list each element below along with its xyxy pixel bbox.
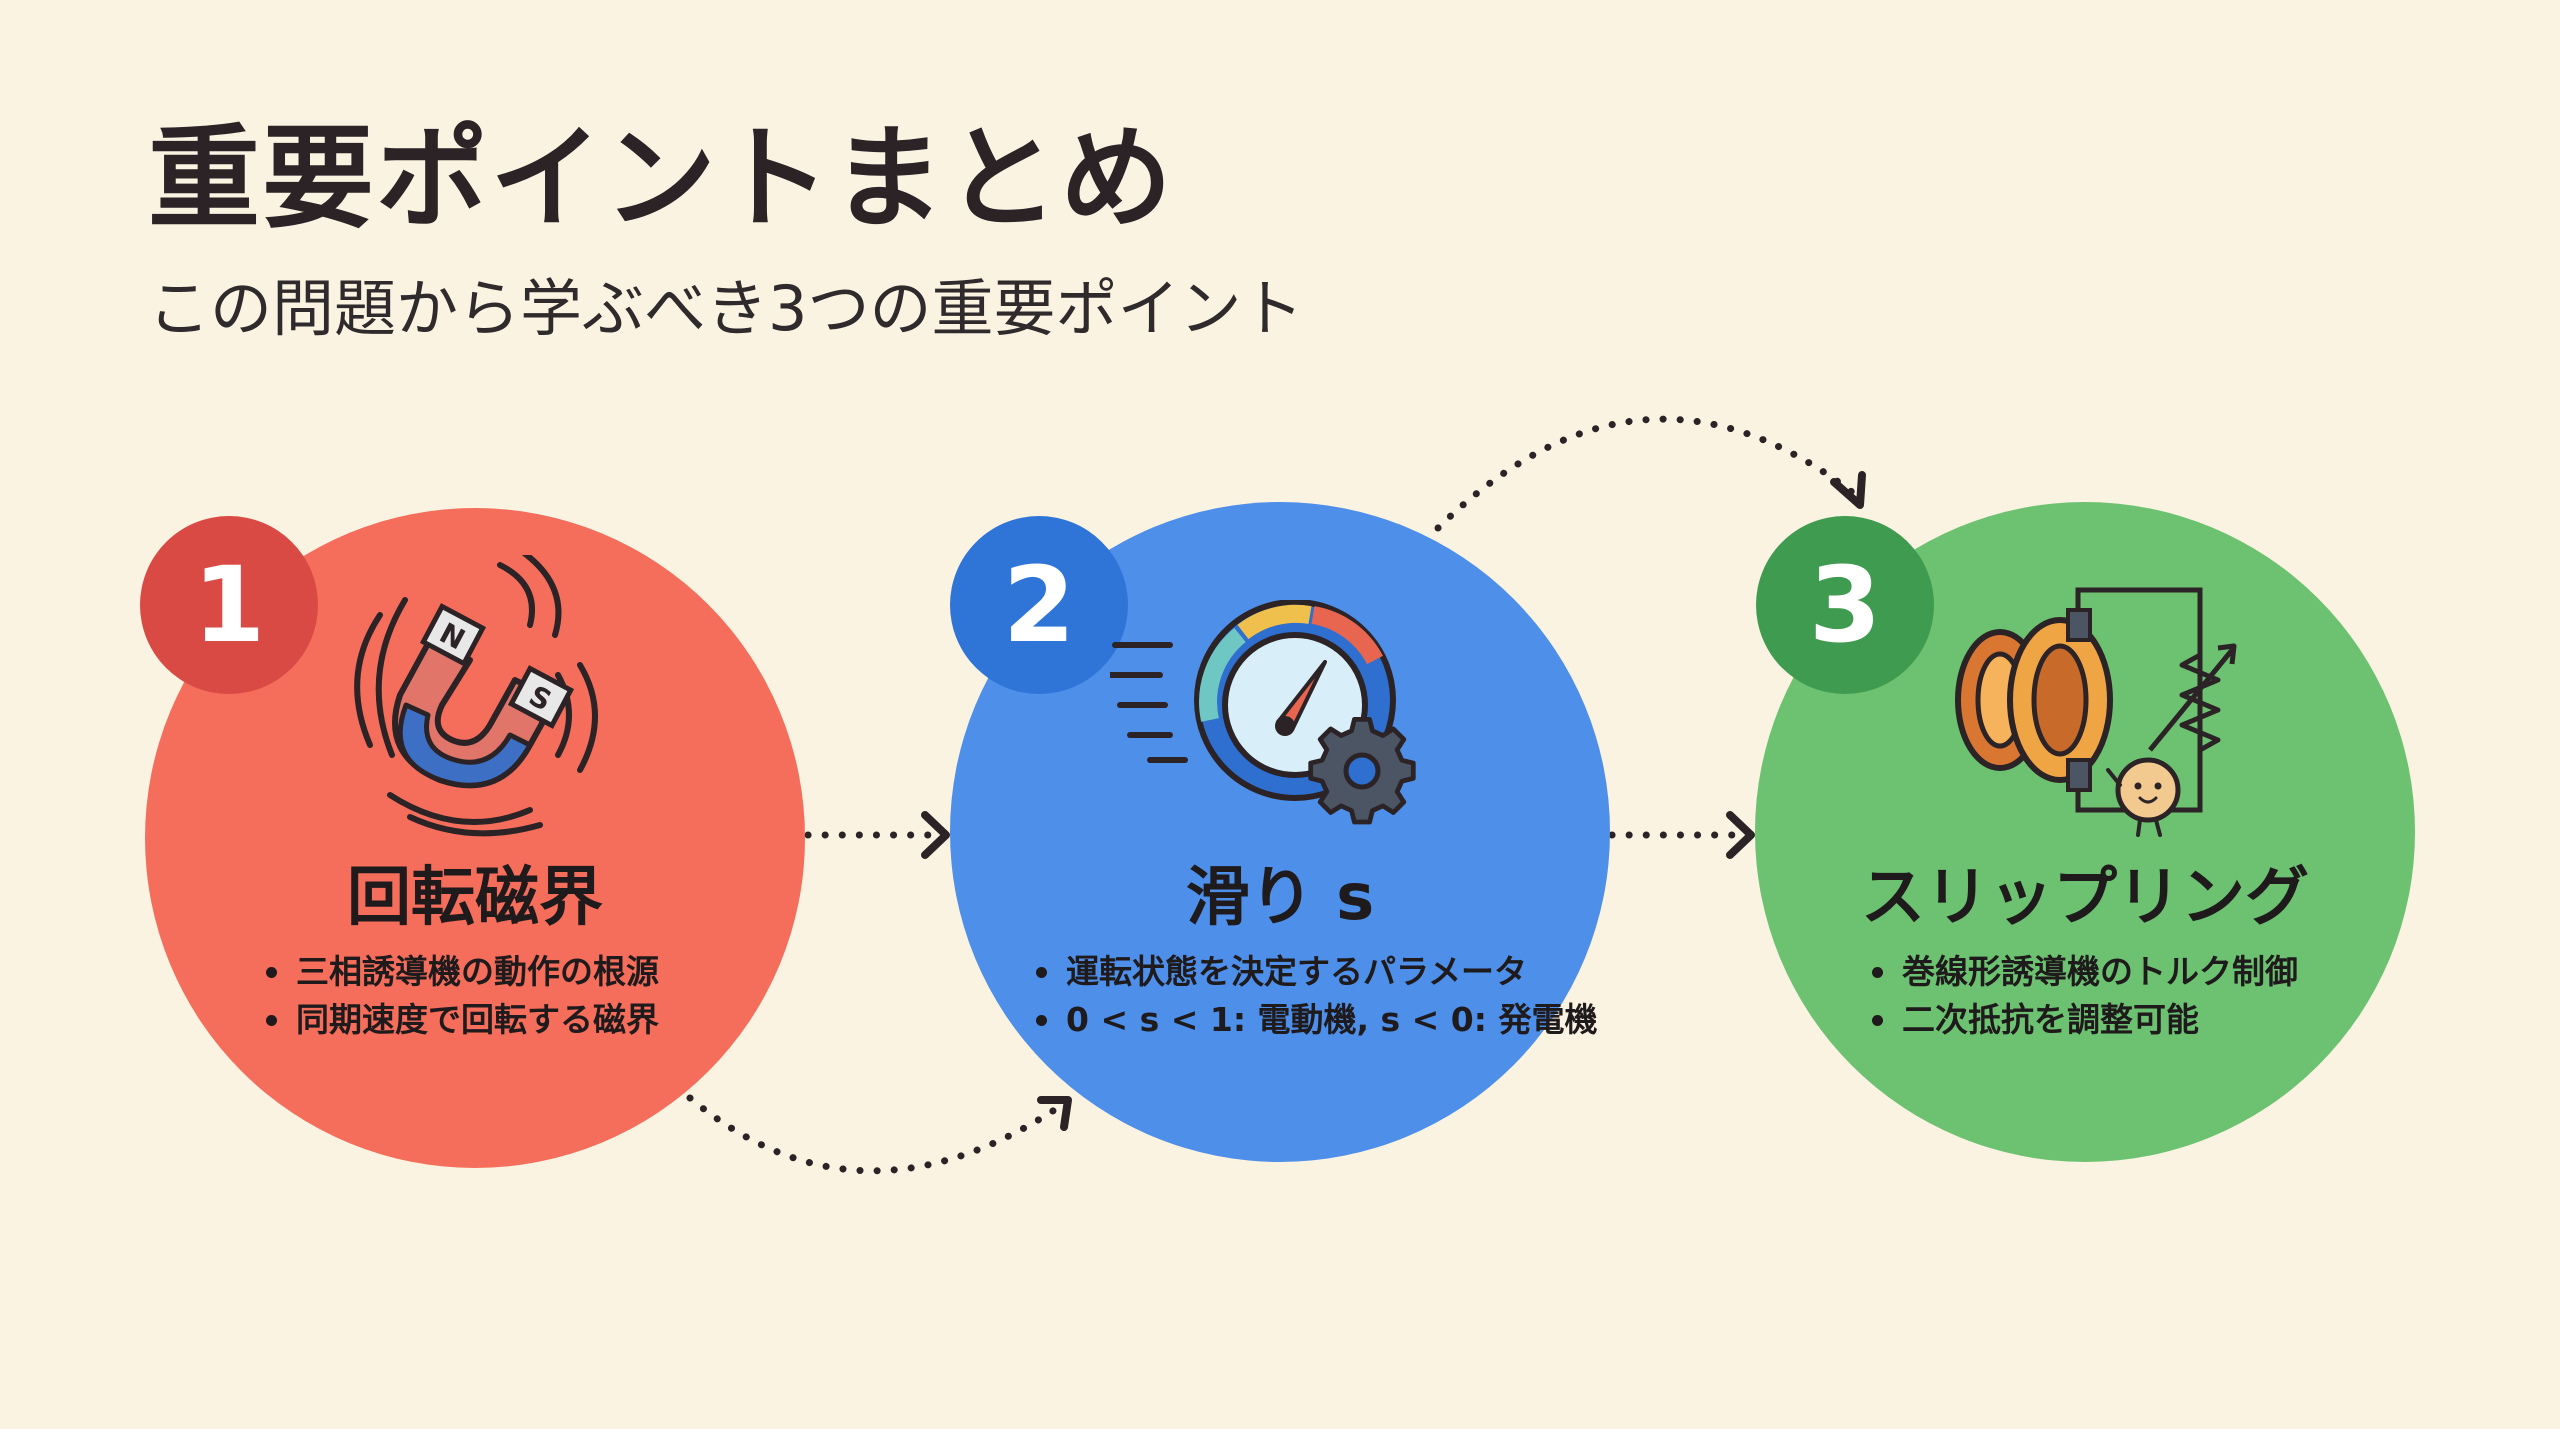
- arrowhead-2: [1037, 1096, 1072, 1131]
- point-1-bullets: 三相誘導機の動作の根源 同期速度で回転する磁界: [260, 948, 659, 1044]
- bullet-item: 二次抵抗を調整可能: [1866, 996, 2298, 1044]
- arrowhead-3: [1726, 811, 1755, 859]
- slip-ring-icon: [1955, 587, 2237, 837]
- page-subtitle: この問題から学ぶべき3つの重要ポイント: [148, 272, 1304, 345]
- point-2-title: 滑り s: [1185, 861, 1375, 935]
- bullet-item: 0 < s < 1: 電動機, s < 0: 発電機: [1030, 996, 1597, 1044]
- bullet-item: 巻線形誘導機のトルク制御: [1866, 948, 2298, 996]
- point-1-title: 回転磁界: [347, 861, 603, 935]
- point-2-number-badge: 2: [950, 516, 1128, 694]
- bullet-item: 運転状態を決定するパラメータ: [1030, 948, 1597, 996]
- speedometer-gear-icon: [1110, 600, 1416, 825]
- page-title: 重要ポイントまとめ: [148, 114, 1174, 244]
- bullet-item: 三相誘導機の動作の根源: [260, 948, 659, 996]
- point-3-number-badge: 3: [1756, 516, 1934, 694]
- point-2-bullets: 運転状態を決定するパラメータ 0 < s < 1: 電動機, s < 0: 発電…: [1030, 948, 1597, 1044]
- arrowhead-1: [921, 811, 950, 859]
- bullet-item: 同期速度で回転する磁界: [260, 996, 659, 1044]
- arrowhead-4: [1830, 471, 1866, 509]
- arrow-1-to-2-curve: [686, 1094, 1066, 1175]
- point-3-bullets: 巻線形誘導機のトルク制御 二次抵抗を調整可能: [1866, 948, 2298, 1044]
- point-1-number-badge: 1: [140, 516, 318, 694]
- point-3-title: スリップリング: [1861, 861, 2309, 935]
- arrow-2-to-3-curve: [1434, 415, 1856, 532]
- horseshoe-magnet-icon: N S: [354, 555, 598, 837]
